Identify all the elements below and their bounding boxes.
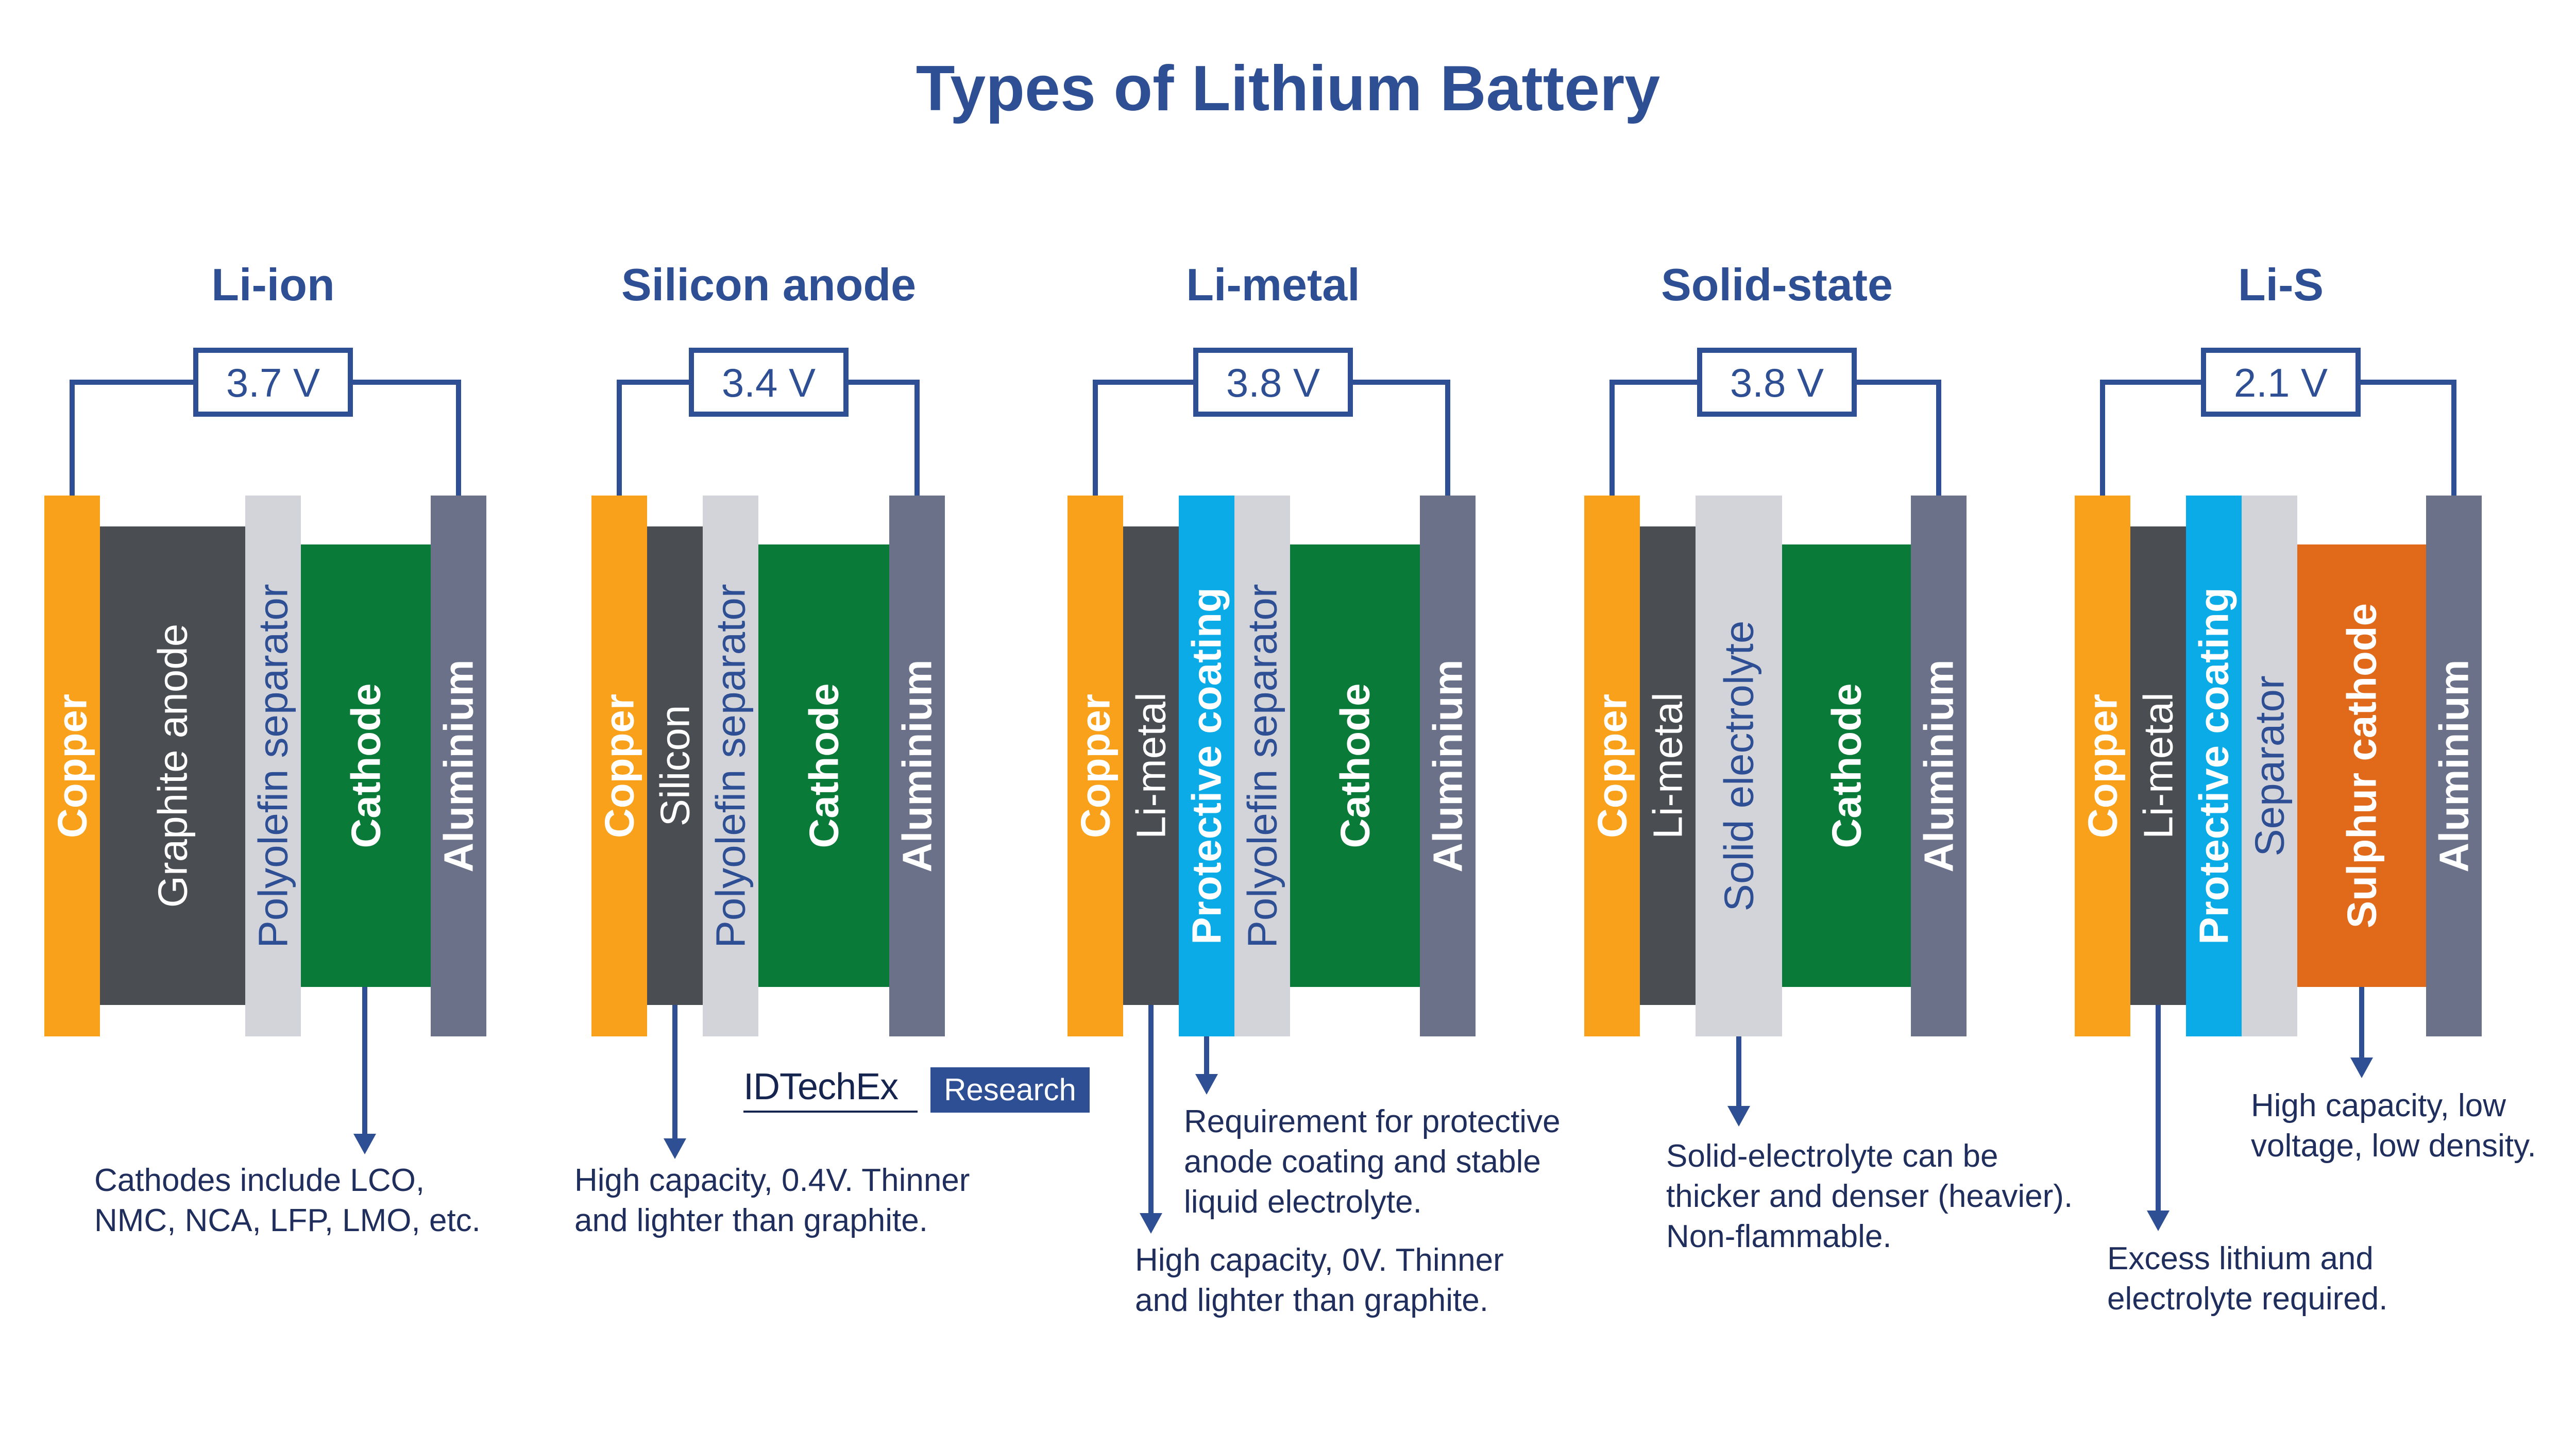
- note-arrow-head: [2350, 1058, 2373, 1078]
- layer-label: Separator: [2247, 675, 2293, 856]
- note-arrow-head: [353, 1134, 376, 1154]
- layer-dark: [1640, 526, 1696, 1005]
- battery-name: Silicon anode: [621, 259, 916, 310]
- layer-label: Copper: [49, 694, 95, 838]
- voltage-box: [1697, 348, 1857, 417]
- layer-label: Cathode: [343, 684, 389, 848]
- layer-label: Sulphur cathode: [2339, 603, 2385, 928]
- layer-coating: [2186, 496, 2242, 1036]
- battery-li-ion: Li-ion 3.7 V Copper Graphite anode Polyolefi…: [44, 259, 486, 1238]
- layer-separator: [1234, 496, 1290, 1036]
- layer-aluminium: [2426, 496, 2482, 1036]
- layer-dark: [647, 526, 703, 1005]
- layer-sulphur: [2297, 544, 2426, 987]
- layer-label: Copper: [2080, 694, 2126, 838]
- layer-label: Cathode: [1332, 684, 1378, 848]
- logo-tag: Research: [930, 1067, 1090, 1113]
- layer-copper: [591, 496, 647, 1036]
- layer-label: Li-metal: [2136, 692, 2181, 839]
- layer-label: Aluminium: [1425, 659, 1471, 872]
- layer-dark: [2130, 526, 2186, 1005]
- note-arrow-head: [2147, 1211, 2170, 1231]
- layer-cathode: [1782, 544, 1911, 987]
- layer-dark: [100, 526, 245, 1005]
- layer-aluminium: [889, 496, 945, 1036]
- layer-label: Li-metal: [1645, 692, 1691, 839]
- note-text: Cathodes include LCO,NMC, NCA, LFP, LMO,…: [94, 1163, 481, 1238]
- layer-label: Protective coating: [1184, 587, 1230, 945]
- idtechex-logo: IDTechEx Research: [743, 1067, 1090, 1113]
- layer-cathode: [301, 544, 431, 987]
- layer-aluminium: [1911, 496, 1967, 1036]
- diagram-title: Types of Lithium Battery: [916, 53, 1660, 124]
- layer-label: Cathode: [1824, 684, 1870, 848]
- voltage-box: [2201, 348, 2361, 417]
- voltage-box: [689, 348, 849, 417]
- note-arrow-head: [664, 1138, 686, 1159]
- note-arrow-head: [1195, 1074, 1218, 1095]
- layer-label: Silicon: [652, 705, 698, 827]
- layer-cathode: [758, 544, 889, 987]
- voltage-label: 3.8 V: [1730, 360, 1824, 405]
- voltage-label: 3.4 V: [722, 360, 816, 405]
- layer-aluminium: [431, 496, 486, 1036]
- layer-aluminium: [1420, 496, 1476, 1036]
- battery-name: Li-ion: [211, 259, 334, 310]
- note-arrow-head: [1727, 1106, 1750, 1127]
- voltage-label: 2.1 V: [2234, 360, 2328, 405]
- layer-label: Aluminium: [2431, 659, 2477, 872]
- layer-label: Protective coating: [2191, 587, 2237, 945]
- logo-brand-name: IDTechEx: [743, 1066, 899, 1107]
- logo-underline: [743, 1111, 918, 1113]
- layer-separator: [2242, 496, 2297, 1036]
- voltage-label: 3.8 V: [1226, 360, 1320, 405]
- layer-copper: [2075, 496, 2130, 1036]
- layer-label: Aluminium: [436, 659, 482, 872]
- layer-copper: [1584, 496, 1640, 1036]
- layer-dark: [1123, 526, 1179, 1005]
- layer-label: Copper: [1589, 694, 1635, 838]
- layer-label: Polyolefin separator: [708, 584, 754, 948]
- layer-coating: [1179, 496, 1234, 1036]
- layer-separator: [1696, 496, 1782, 1036]
- layer-label: Copper: [1073, 694, 1118, 838]
- layer-separator: [245, 496, 301, 1036]
- note-arrow-head: [1140, 1213, 1162, 1234]
- layer-label: Aluminium: [894, 659, 940, 872]
- layer-label: Li-metal: [1128, 692, 1174, 839]
- layer-label: Polyolefin separator: [1240, 584, 1285, 948]
- layer-label: Cathode: [801, 684, 847, 848]
- layer-cathode: [1290, 544, 1420, 987]
- battery-name: Solid-state: [1661, 259, 1893, 310]
- voltage-label: 3.7 V: [226, 360, 320, 405]
- battery-name: Li-S: [2238, 259, 2324, 310]
- layer-label: Polyolefin separator: [250, 584, 296, 948]
- layer-copper: [1067, 496, 1123, 1036]
- layer-label: Aluminium: [1916, 659, 1962, 872]
- voltage-box: [1193, 348, 1353, 417]
- layer-copper: [44, 496, 100, 1036]
- layer-label: Solid electrolyte: [1716, 621, 1762, 912]
- layer-label: Copper: [597, 694, 642, 838]
- layer-separator: [703, 496, 758, 1036]
- voltage-box: [193, 348, 353, 417]
- battery-name: Li-metal: [1186, 259, 1360, 310]
- layer-label: Graphite anode: [150, 624, 196, 908]
